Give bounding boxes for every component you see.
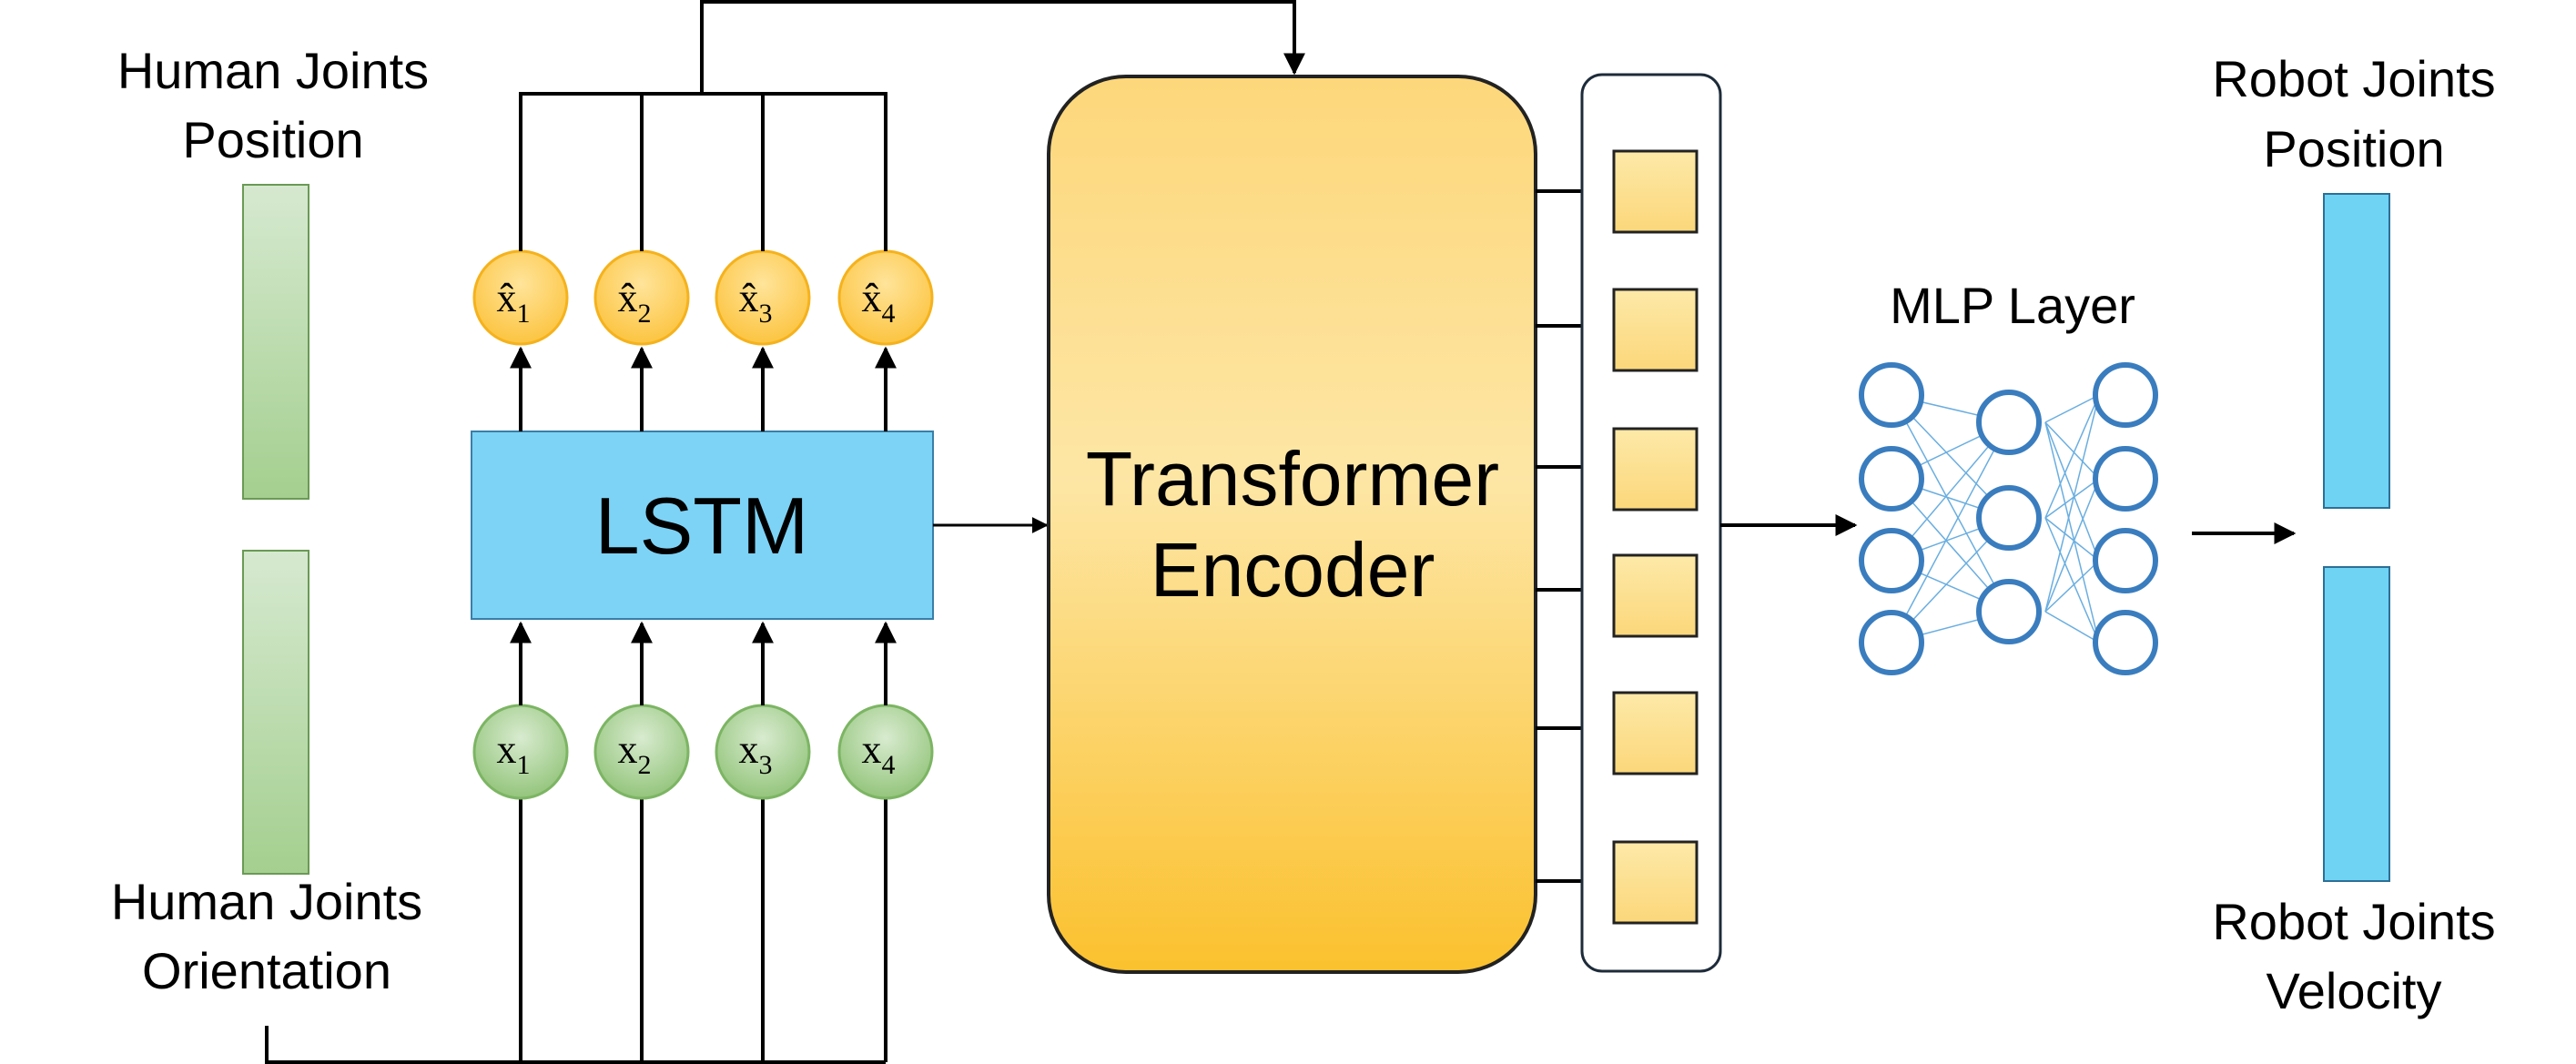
output-token-base: x̂	[618, 276, 638, 320]
lstm-input-arrows	[510, 621, 897, 705]
mlp-neuron	[2093, 446, 2158, 512]
human-orientation-label-line2: Orientation	[142, 942, 391, 999]
human-position-label-line1: Human Joints	[117, 42, 429, 99]
output-token-sub: 3	[759, 299, 773, 329]
svg-text:x4: x4	[862, 727, 896, 780]
transformer-encoder-block: Transformer Encoder	[1047, 75, 1537, 974]
robot-velocity-label-line2: Velocity	[2267, 962, 2442, 1019]
mlp-neurons	[1859, 362, 2158, 675]
svg-text:x2: x2	[618, 727, 652, 780]
robot-velocity-label-line1: Robot Joints	[2212, 893, 2495, 950]
human-orientation-block: Human Joints Orientation	[111, 550, 422, 999]
input-token: x2	[593, 704, 690, 800]
robot-position-bar	[2323, 193, 2390, 509]
input-token-sub: 2	[638, 750, 652, 780]
mlp-neuron	[1859, 610, 1924, 675]
robot-position-block: Robot Joints Position	[2212, 50, 2496, 509]
mlp-neuron	[1976, 579, 2042, 644]
input-token-base: x	[739, 727, 759, 772]
transformer-label-line1: Transformer	[1086, 436, 1499, 522]
svg-text:x1: x1	[497, 727, 531, 780]
encoded-token	[1612, 691, 1699, 775]
mlp-layer: MLP Layer	[1859, 277, 2158, 675]
mlp-neuron	[1976, 390, 2042, 455]
svg-text:x̂2: x̂2	[618, 276, 652, 329]
output-token-sub: 4	[882, 299, 896, 329]
mlp-neuron	[1859, 446, 1924, 512]
output-token-sub: 1	[517, 299, 531, 329]
mlp-neuron	[2093, 528, 2158, 593]
input-tokens: x1 x2 x3 x4	[472, 704, 934, 800]
mlp-neuron	[1976, 485, 2042, 551]
robot-position-label-line1: Robot Joints	[2212, 50, 2495, 107]
human-position-label-line2: Position	[182, 111, 363, 168]
human-position-block: Human Joints Position	[117, 42, 429, 500]
encoded-token	[1612, 288, 1699, 372]
encoded-token	[1612, 149, 1699, 234]
lstm-block: LSTM	[471, 431, 934, 620]
mlp-neuron	[1859, 362, 1924, 428]
encoded-tokens-container	[1580, 73, 1722, 973]
output-bus	[519, 0, 1305, 251]
output-token: x̂2	[593, 249, 690, 346]
lstm-label: LSTM	[595, 481, 809, 571]
human-orientation-label-line1: Human Joints	[111, 873, 422, 930]
input-token-sub: 3	[759, 750, 773, 780]
lstm-output-arrows	[510, 346, 897, 431]
mlp-label: MLP Layer	[1890, 277, 2135, 334]
encoded-token	[1612, 553, 1699, 638]
output-token: x̂3	[715, 249, 811, 346]
robot-velocity-bar	[2323, 566, 2390, 882]
output-tokens: x̂1 x̂2 x̂3 x̂4	[472, 249, 934, 346]
output-token: x̂4	[837, 249, 934, 346]
output-token-base: x̂	[739, 276, 759, 320]
encoded-token	[1612, 840, 1699, 925]
mlp-neuron	[2093, 362, 2158, 428]
output-token-base: x̂	[862, 276, 882, 320]
input-token-base: x	[618, 727, 638, 772]
encoded-token	[1612, 427, 1699, 512]
output-token-sub: 2	[638, 299, 652, 329]
svg-text:x̂1: x̂1	[497, 276, 531, 329]
human-position-bar	[242, 184, 309, 500]
svg-text:x̂4: x̂4	[862, 276, 896, 329]
input-token: x3	[715, 704, 811, 800]
mlp-neuron	[1859, 528, 1924, 593]
input-token-sub: 1	[517, 750, 531, 780]
robot-velocity-block: Robot Joints Velocity	[2212, 566, 2496, 1019]
output-token: x̂1	[472, 249, 569, 346]
input-token: x1	[472, 704, 569, 800]
svg-text:x3: x3	[739, 727, 773, 780]
input-bus	[265, 798, 887, 1064]
robot-position-label-line2: Position	[2263, 120, 2444, 177]
transformer-label-line2: Encoder	[1151, 527, 1435, 613]
input-token-sub: 4	[882, 750, 896, 780]
mlp-neuron	[2093, 610, 2158, 675]
human-orientation-bar	[242, 550, 309, 875]
input-token: x4	[837, 704, 934, 800]
input-token-base: x	[862, 727, 882, 772]
output-token-base: x̂	[497, 276, 517, 320]
input-token-base: x	[497, 727, 517, 772]
svg-text:x̂3: x̂3	[739, 276, 773, 329]
